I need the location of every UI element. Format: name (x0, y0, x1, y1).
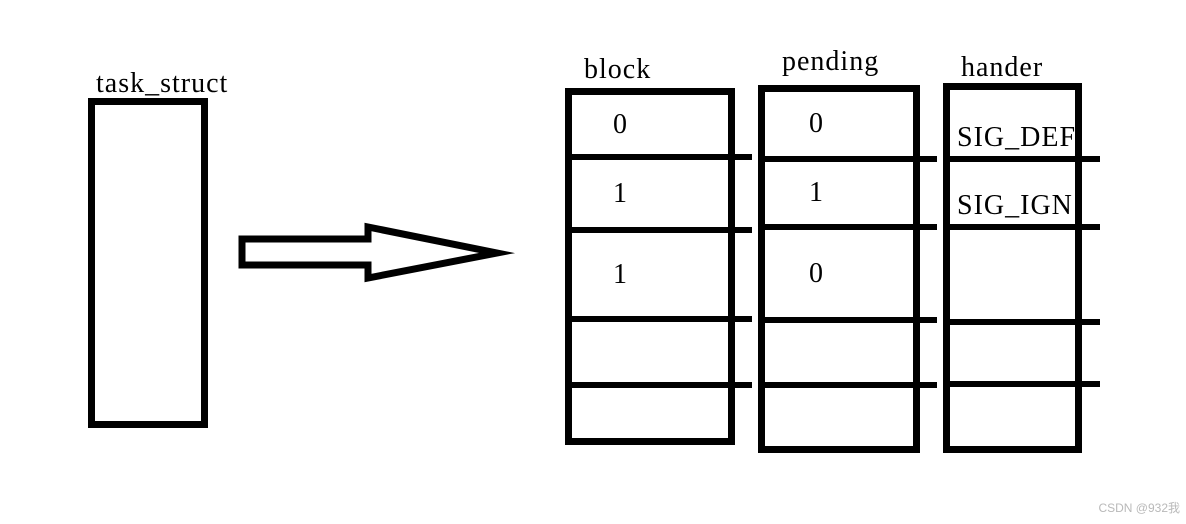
hander-cell-2 (950, 230, 1101, 325)
right-arrow-icon (238, 222, 516, 283)
hander-cell-4 (950, 387, 1076, 446)
pending-cell-0: 0 (765, 92, 937, 162)
pending-cell-2: 0 (765, 230, 937, 323)
pending-cell-1: 1 (765, 162, 937, 230)
block-table-title: block (584, 54, 652, 85)
block-cell-2: 1 (572, 233, 752, 322)
pending-table: 0 1 0 (758, 85, 937, 453)
pending-cell-3 (765, 323, 937, 388)
hander-table: SIG_DEF SIG_IGN (943, 83, 1101, 453)
block-table: 0 1 1 (565, 88, 752, 445)
block-cell-4 (572, 388, 728, 438)
block-cell-0: 0 (572, 95, 752, 160)
hander-cell-0: SIG_DEF (950, 90, 1101, 162)
pending-cell-4 (765, 388, 913, 446)
hander-cell-1: SIG_IGN (950, 162, 1101, 230)
hander-cell-3 (950, 325, 1101, 387)
task-struct-box (88, 98, 208, 428)
block-cell-3 (572, 322, 752, 388)
hander-table-title: hander (961, 52, 1044, 83)
pending-table-title: pending (782, 46, 880, 77)
task-struct-label: task_struct (96, 68, 229, 99)
watermark: CSDN @932我 (1098, 501, 1180, 515)
block-cell-1: 1 (572, 160, 752, 233)
